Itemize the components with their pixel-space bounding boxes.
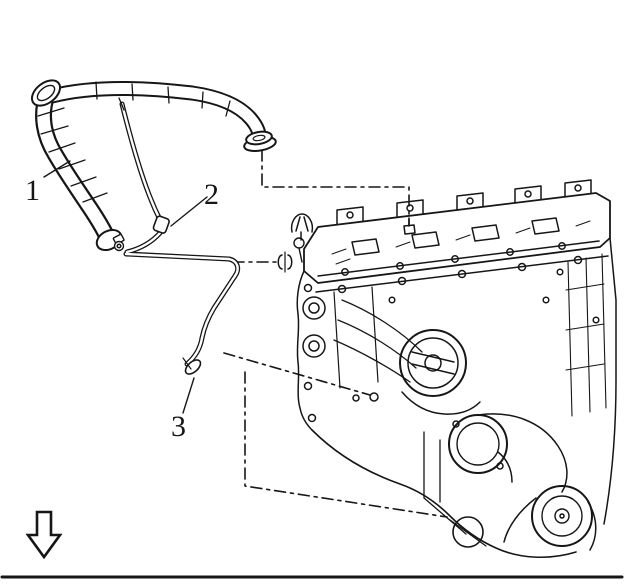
attachment-dash-lines [223,149,448,518]
vent-pipe [119,101,241,375]
down-arrow-icon [25,510,63,560]
leader-3 [182,377,195,414]
leader-2 [170,196,208,227]
pipe-clip [152,215,170,234]
engine-block [290,179,617,559]
retainer-clip [290,213,314,241]
pipe-end-fitting [184,359,202,375]
valve-cover [303,192,611,284]
throttle-body [448,413,568,493]
leader-lines [43,160,208,414]
hose-assembly [30,79,277,252]
callout-label-2: 2 [204,178,219,211]
callout-label-1: 1 [25,174,40,207]
callout-label-3: 3 [171,410,186,443]
leader-1 [43,160,71,178]
pulley [503,485,597,551]
oil-filler-cap [399,329,467,397]
attachment-points [277,217,416,402]
